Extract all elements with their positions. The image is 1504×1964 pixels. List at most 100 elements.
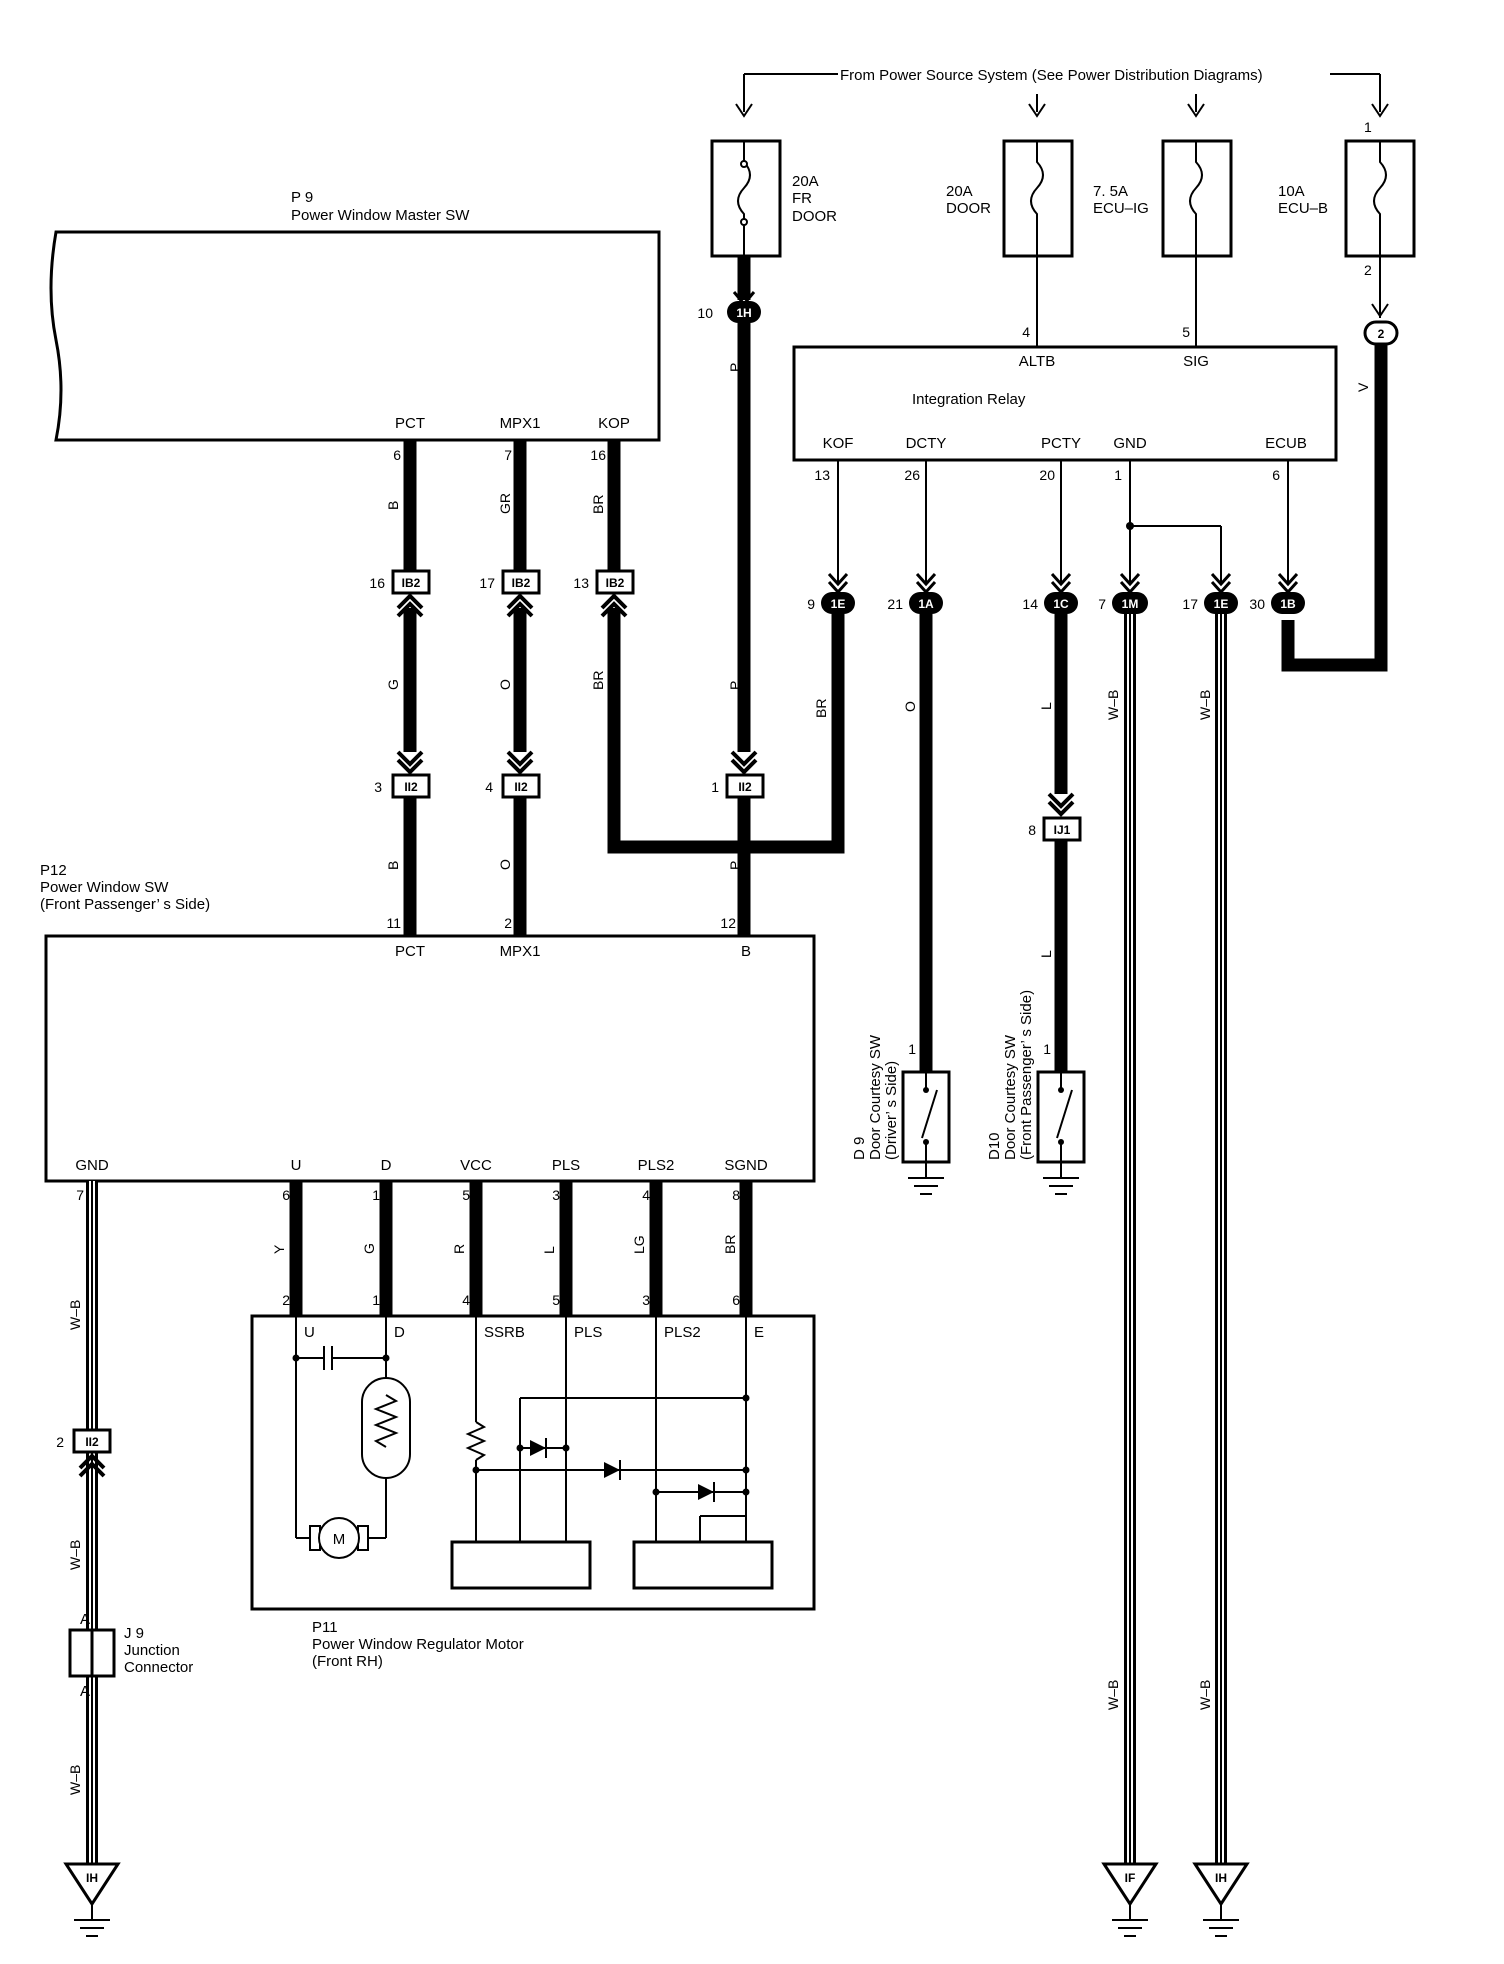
component-name-2: (Driver’ s Side): [883, 1061, 900, 1160]
component-id: P 9: [291, 189, 313, 206]
connector-1A: 1A 21: [887, 592, 943, 614]
component-name: Door Courtesy SW: [1002, 1034, 1019, 1160]
pin-name: PLS2: [664, 1324, 701, 1341]
connector-1M: 1M 7: [1098, 592, 1148, 614]
connector-label: II2: [514, 780, 528, 794]
pin-name: SSRB: [484, 1324, 525, 1341]
pin-number: 16: [369, 575, 385, 591]
connector-1E-kof: 1E 9: [807, 592, 855, 614]
wire-color: Y: [271, 1244, 287, 1254]
wire-color: W–B: [1105, 690, 1121, 720]
pin-number: 5: [1182, 324, 1190, 340]
connector-label: IB2: [512, 576, 531, 590]
connector-label: 1E: [1214, 597, 1229, 611]
pin-number: 2: [504, 915, 512, 931]
fuse-name: FR: [792, 190, 812, 207]
connector-IJ1: IJ1 8: [1028, 816, 1082, 842]
pin-number: 1: [372, 1292, 380, 1308]
connector-label: II2: [85, 1435, 99, 1449]
connector-label: 1M: [1122, 597, 1139, 611]
power-window-master-sw: P 9 Power Window Master SW PCT MPX1 KOP …: [49, 189, 661, 463]
wire-color: P: [727, 363, 743, 372]
wire-color: BR: [813, 699, 829, 718]
pin-name: PLS: [574, 1324, 602, 1341]
pin-name: GND: [75, 1157, 109, 1174]
connector-label: II2: [404, 780, 418, 794]
connector-II2-gnd: II2 2: [56, 1428, 112, 1454]
pin-number: 1: [711, 779, 719, 795]
connector-label: 1B: [1280, 597, 1296, 611]
pin-name: PCTY: [1041, 435, 1081, 452]
integration-relay: Integration Relay ALTB SIG 4 5 KOF DCTY …: [792, 324, 1338, 483]
pin-number: 5: [552, 1292, 560, 1308]
connector-label: IJ1: [1054, 823, 1071, 837]
door-courtesy-sw-d9: 1 D 9 Door Courtesy SW (Driver’ s Side): [851, 1034, 951, 1195]
component-id: D10: [986, 1132, 1003, 1160]
connector-IB2-pct: IB2 16: [369, 569, 431, 595]
pin-number: 1: [908, 1041, 916, 1057]
wire-color: B: [385, 501, 401, 510]
wire-color: W–B: [67, 1540, 83, 1570]
pin-name: GND: [1113, 435, 1147, 452]
connector-label: 1C: [1053, 597, 1069, 611]
pin-number: 1: [1364, 119, 1372, 135]
pin-number: 13: [573, 575, 589, 591]
wire-color: O: [497, 679, 513, 690]
wire-color: L: [1038, 702, 1054, 710]
pin-number: 2: [282, 1292, 290, 1308]
wire-color: BR: [590, 495, 606, 514]
ground-point-IF: IF: [1101, 1862, 1159, 1937]
pin-number: 3: [374, 779, 382, 795]
pin-name: DCTY: [906, 435, 947, 452]
pin-number: 4: [642, 1187, 650, 1203]
connector-2: 2: [1363, 320, 1399, 346]
pin-number: 26: [904, 467, 920, 483]
pin-name: D: [381, 1157, 392, 1174]
wire-color: W–B: [1197, 1680, 1213, 1710]
pin-name: PLS2: [638, 1157, 675, 1174]
ground-label: IH: [1215, 1871, 1227, 1885]
pin-name: B: [741, 943, 751, 960]
pin-number: 7: [504, 447, 512, 463]
pin-number: 3: [642, 1292, 650, 1308]
fuse-name-2: DOOR: [792, 208, 837, 225]
wire-color: B: [385, 861, 401, 870]
pin-number: 4: [462, 1292, 470, 1308]
pin-number: 7: [76, 1187, 84, 1203]
fuse-rating: 10A: [1278, 183, 1305, 200]
component-name: Power Window Regulator Motor: [312, 1636, 524, 1653]
pin-number: 13: [814, 467, 830, 483]
connector-II2-pct: II2 3: [374, 773, 431, 799]
connector-IB2-mpx1: IB2 17: [479, 569, 541, 595]
component-id: J 9: [124, 1625, 144, 1642]
motor-icon: M: [309, 1517, 369, 1559]
wire-color: W–B: [1105, 1680, 1121, 1710]
pin-name: SIG: [1183, 353, 1209, 370]
connector-IB2-kop: IB2 13: [573, 569, 635, 595]
pin-name: KOF: [823, 435, 854, 452]
fuse-rating: 7. 5A: [1093, 183, 1128, 200]
component-id: P11: [312, 1619, 338, 1636]
wire-color: G: [385, 679, 401, 690]
pin-name: PCT: [395, 943, 425, 960]
pin-number: 30: [1249, 596, 1265, 612]
pin-name: D: [394, 1324, 405, 1341]
fuse-name: ECU–IG: [1093, 200, 1149, 217]
ground-label: IF: [1125, 1871, 1136, 1885]
ground-point-IH-left: IH: [63, 1862, 121, 1937]
pin-name: U: [304, 1324, 315, 1341]
ground-label: IH: [86, 1871, 98, 1885]
wire-color: W–B: [67, 1765, 83, 1795]
power-window-regulator-motor-p11: P11 Power Window Regulator Motor (Front …: [250, 1292, 816, 1670]
pin-number: 1: [1043, 1041, 1051, 1057]
connector-label: 1A: [918, 597, 934, 611]
pin-number: 2: [56, 1434, 64, 1450]
fuse-ecu-ig: 7. 5A ECU–IG: [1093, 139, 1233, 258]
pin-number: 17: [479, 575, 495, 591]
connector-label: IB2: [402, 576, 421, 590]
connector-1E-gnd: 1E 17: [1182, 592, 1238, 614]
pin-number: 11: [386, 915, 401, 931]
power-window-sw-p12: P12 Power Window SW (Front Passenger’ s …: [40, 862, 816, 1203]
pin-number: 6: [1272, 467, 1280, 483]
